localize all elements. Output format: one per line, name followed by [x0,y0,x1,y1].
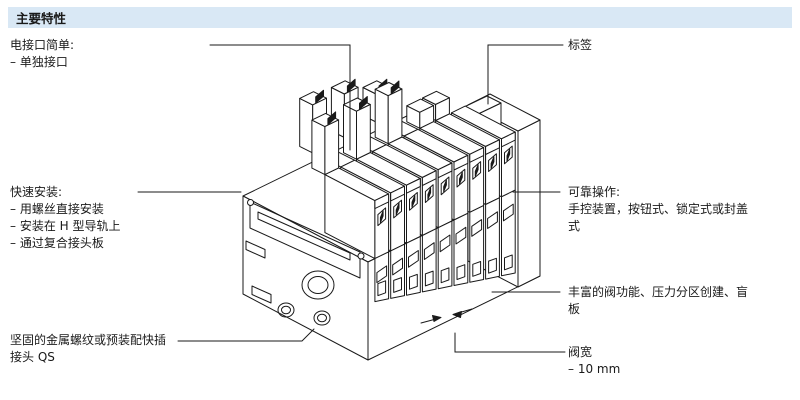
leader-electrical [209,44,351,151]
callout-electrical: 电接口简单: – 单独接口 [10,37,210,71]
leader-width [454,332,566,353]
mounting-screw-hole [247,199,254,206]
callout-item: – 安装在 H 型导轨上 [10,219,121,233]
callout-title: 电接口简单: [10,38,75,52]
callout-valve-functions: 丰富的阀功能、压力分区创建、盲板 [568,284,756,318]
width-arrows [420,308,473,324]
callout-valve-width: 阀宽 – 10 mm [568,344,688,378]
supply-port [301,270,335,300]
leader-fittings [177,328,315,342]
exhaust-port [277,302,295,318]
section-header: 主要特性 [8,7,792,28]
qs-fitting-port [313,310,331,326]
valve-slices [299,78,516,303]
callout-item: – 通过复合接头板 [10,236,104,250]
callout-title: 快速安装: [10,185,63,199]
callout-text: 手控装置，按钮式、锁定式或封盖式 [568,202,749,233]
section-title: 主要特性 [16,11,67,26]
callout-title: 阀宽 [568,345,593,359]
mounting-screw-hole [357,252,365,260]
callout-title: 可靠操作: [568,185,621,199]
callout-item: – 单独接口 [10,55,68,69]
leader-tag [487,44,564,105]
callout-text: 坚固的金属螺纹或预装配快插接头 QS [10,333,167,364]
callout-title: 标签 [568,38,593,52]
callout-fittings: 坚固的金属螺纹或预装配快插接头 QS [10,332,174,366]
callout-item: – 用螺丝直接安装 [10,202,104,216]
leader-lines [137,44,566,353]
port-face [245,199,365,326]
callout-value: – 10 mm [568,362,621,376]
callout-tag: 标签 [568,37,592,54]
callout-mounting: 快速安装: – 用螺丝直接安装 – 安装在 H 型导轨上 – 通过复合接头板 [10,184,210,252]
callout-operation: 可靠操作: 手控装置，按钮式、锁定式或封盖式 [568,184,756,235]
callout-text: 丰富的阀功能、压力分区创建、盲板 [568,285,749,316]
